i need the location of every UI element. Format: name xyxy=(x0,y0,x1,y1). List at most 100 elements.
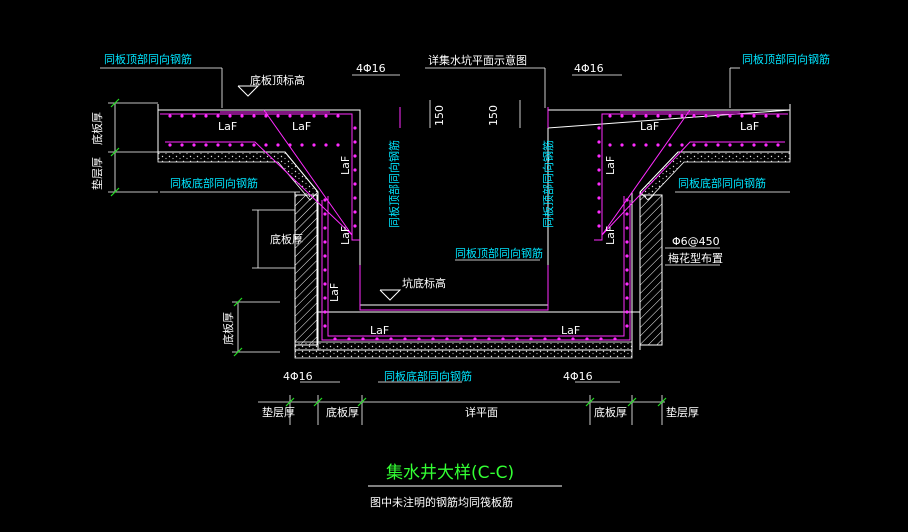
rebar-dot xyxy=(180,143,184,147)
rebar-dot xyxy=(312,114,316,118)
rebar-dot xyxy=(323,324,327,328)
rebar-dot xyxy=(625,310,629,314)
rebar-dot xyxy=(597,224,601,228)
rebar-dot xyxy=(252,114,256,118)
rebar-dot xyxy=(692,143,696,147)
rebar-dot xyxy=(323,226,327,230)
elevation-markers xyxy=(237,85,402,301)
rebar-dot xyxy=(597,154,601,158)
rebar-dot xyxy=(168,114,172,118)
rebar-dot xyxy=(192,143,196,147)
rebar-dot xyxy=(264,143,268,147)
rebar-dot xyxy=(571,337,575,341)
rebar-dot xyxy=(228,143,232,147)
rebar-dot xyxy=(323,198,327,202)
rebar-dot xyxy=(680,143,684,147)
dimension-lines xyxy=(100,67,790,425)
label-dim-cushion-right: 垫层厚 xyxy=(666,405,699,419)
rebar-dot xyxy=(597,168,601,172)
rebar-dot xyxy=(353,168,357,172)
slab-top-elevation-icon xyxy=(237,85,260,97)
rebar-dot xyxy=(323,212,327,216)
rebar-dot xyxy=(625,198,629,202)
label-bottom-rebar-center: 同板底部同向钢筋 xyxy=(384,369,472,383)
pit-outer xyxy=(294,192,633,351)
rebar-dot xyxy=(431,337,435,341)
dimension-ticks xyxy=(110,98,667,407)
label-150-left: 150 xyxy=(433,105,446,126)
rebar-dot xyxy=(776,143,780,147)
rebar-dot xyxy=(180,114,184,118)
rebar-dot xyxy=(473,337,477,341)
rebar-dot xyxy=(529,337,533,341)
rebar-dot xyxy=(353,196,357,200)
rebar-dot xyxy=(353,140,357,144)
rebar-dot xyxy=(597,196,601,200)
rebar-dot xyxy=(597,210,601,214)
rebar-dot xyxy=(375,337,379,341)
rebar-lines xyxy=(160,107,788,341)
rebar-dot xyxy=(704,114,708,118)
rebar-dot xyxy=(361,337,365,341)
label-dim-slab-left: 底板厚 xyxy=(326,405,359,419)
rebar-dot xyxy=(240,114,244,118)
rebar-dot xyxy=(625,282,629,286)
rebar-dot xyxy=(336,143,340,147)
rebar-dot xyxy=(620,143,624,147)
rebar-dot xyxy=(620,114,624,118)
label-laf-6: LaF xyxy=(339,226,352,245)
label-laf-1: LaF xyxy=(218,120,237,133)
rebar-dot xyxy=(323,254,327,258)
rebar-dot xyxy=(776,114,780,118)
rebar-dot xyxy=(752,114,756,118)
rebar-dot xyxy=(625,226,629,230)
rebar-dot xyxy=(632,114,636,118)
rebar-dot xyxy=(557,337,561,341)
rebar-dot xyxy=(608,114,612,118)
label-side-bottom-thick: 底板厚 xyxy=(270,232,303,246)
rebar-dot xyxy=(625,268,629,272)
rebar-dot xyxy=(353,224,357,228)
drawing-title: 集水井大样(C-C) xyxy=(386,463,514,483)
rebar-dot xyxy=(656,114,660,118)
label-bottom-same-right: 同板底部同向钢筋 xyxy=(678,176,766,190)
label-laf-11: LaF xyxy=(561,324,580,337)
pit-inner xyxy=(359,128,549,306)
rebar-dot xyxy=(597,126,601,130)
pit-bottom-elevation-icon xyxy=(379,289,402,301)
rebar-dot xyxy=(632,143,636,147)
rebar-dot xyxy=(597,140,601,144)
label-dim-cushion-left: 垫层厚 xyxy=(262,405,295,419)
rebar-dot xyxy=(323,268,327,272)
label-cushion-thick-left: 垫层厚 xyxy=(90,157,104,190)
rebar-dot xyxy=(585,337,589,341)
rebar-dot xyxy=(608,143,612,147)
rebar-dot xyxy=(353,154,357,158)
rebar-dot xyxy=(216,114,220,118)
rebar-dot xyxy=(487,337,491,341)
rebar-dot xyxy=(668,143,672,147)
rebar-dot xyxy=(459,337,463,341)
label-laf-8: LaF xyxy=(604,156,617,175)
rebar-dot xyxy=(740,143,744,147)
label-laf-2: LaF xyxy=(292,120,311,133)
label-laf-9: LaF xyxy=(604,226,617,245)
rebar-dot xyxy=(501,337,505,341)
rebar-dot xyxy=(204,143,208,147)
rebar-dot xyxy=(252,143,256,147)
rebar-dot xyxy=(168,143,172,147)
label-4phi16-bl: 4Φ16 xyxy=(283,370,313,383)
label-laf-5: LaF xyxy=(339,156,352,175)
rebar-dot xyxy=(276,114,280,118)
rebar-dot xyxy=(333,337,337,341)
rebar-dot xyxy=(324,114,328,118)
rebar-dot xyxy=(597,182,601,186)
rebar-dot xyxy=(625,212,629,216)
concrete-section xyxy=(157,104,791,351)
side-wall-hatch xyxy=(294,194,663,346)
rebar-dot xyxy=(656,143,660,147)
rebar-dot xyxy=(192,114,196,118)
label-slab-top-elev: 底板顶标高 xyxy=(250,73,305,87)
rebar-dot xyxy=(312,143,316,147)
